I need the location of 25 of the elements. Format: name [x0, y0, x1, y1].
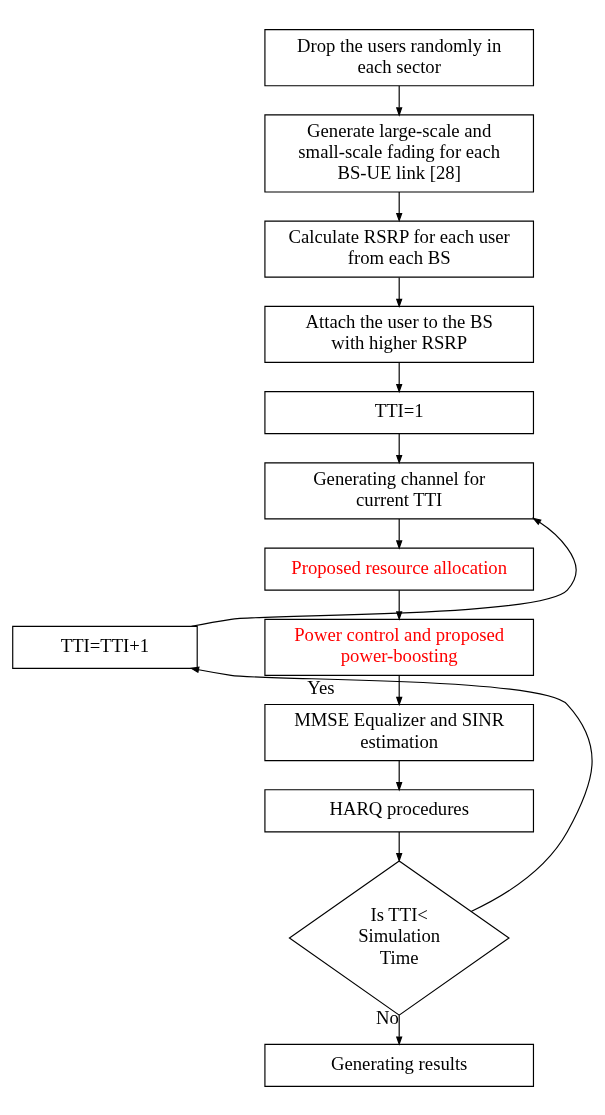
arrow [395, 361, 403, 393]
arrow [395, 674, 403, 706]
node-box: HARQ procedures [264, 788, 535, 832]
arrow [395, 759, 403, 791]
node-box: Generating channel for current TTI [264, 461, 535, 519]
node-box: Drop the users randomly in each sector [264, 28, 535, 86]
arrow [189, 666, 593, 912]
arrow [190, 517, 577, 627]
node-box: MMSE Equalizer and SINR estimation [264, 703, 535, 761]
node-box: Power control and proposed power-boosting [264, 618, 535, 676]
node-box: Proposed resource allocation [264, 547, 535, 591]
arrow [395, 84, 403, 117]
node-box: Generating results [264, 1043, 535, 1087]
node-box: Attach the user to the BS with higher RSRP [264, 305, 535, 363]
arrow [395, 830, 403, 862]
node-box: Calculate RSRP for each user from each BS [264, 220, 535, 278]
node-box: TTI=TTI+1 [12, 625, 198, 669]
node-box: Generate large-scale and small-scale fading for each BS-UE link [28] [264, 113, 535, 193]
arrow [395, 190, 403, 222]
arrow [395, 1014, 403, 1046]
edge-label: Yes [307, 676, 335, 698]
arrow [395, 432, 403, 464]
arrow [395, 276, 403, 308]
arrow [395, 517, 403, 550]
node-box: TTI=1 [264, 390, 535, 434]
